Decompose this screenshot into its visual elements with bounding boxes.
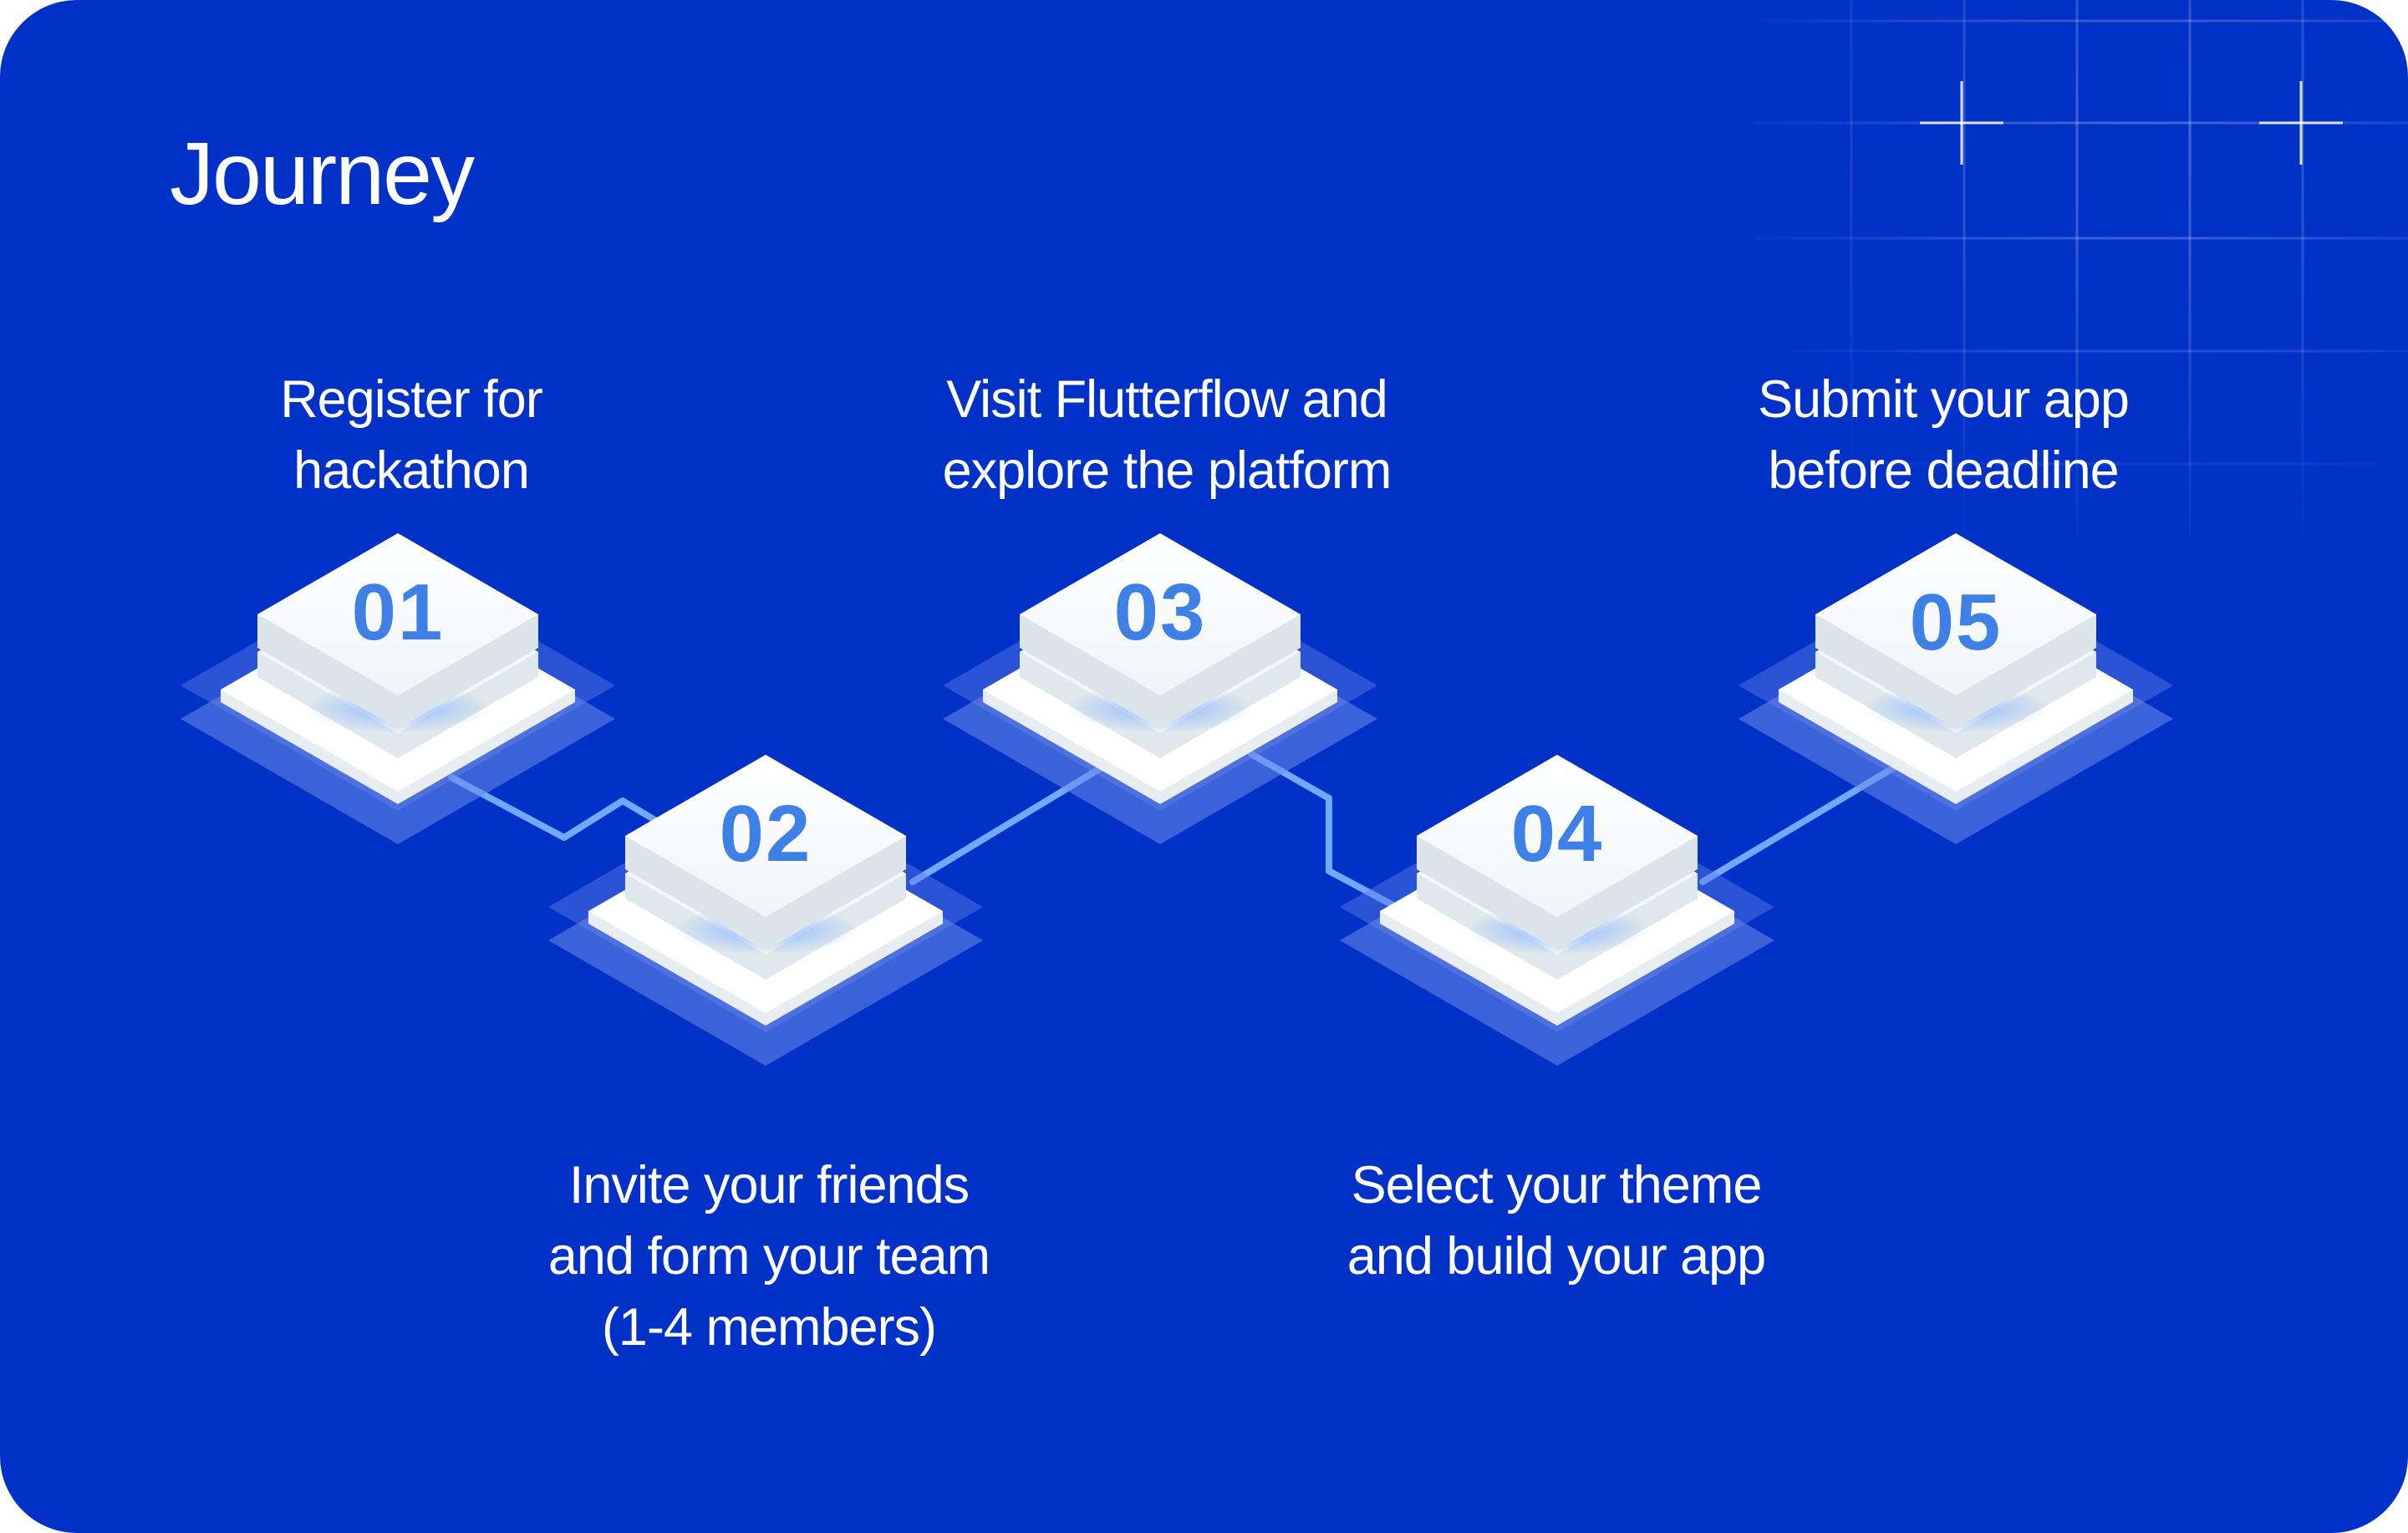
step-label-02: Invite your friends and form your team (… (451, 1150, 1087, 1363)
step-label-line: Submit your app (1758, 370, 2130, 429)
connector-01-02 (448, 774, 682, 841)
crosshair-marks (1920, 81, 2343, 165)
step-tile-01: 01 (181, 533, 615, 844)
step-number: 04 (1511, 789, 1604, 879)
step-tile-05: 05 (1739, 533, 2173, 844)
step-label-05: Submit your app before deadline (1626, 364, 2261, 507)
step-number: 02 (720, 789, 812, 879)
step-label-line: hackathon (293, 441, 530, 500)
step-label-03: Visit Flutterflow and explore the platfo… (849, 364, 1484, 507)
step-label-line: explore the platform (942, 441, 1392, 500)
step-label-line: and build your app (1347, 1227, 1766, 1286)
step-label-04: Select your theme and build your app (1239, 1150, 1874, 1292)
step-number: 03 (1114, 568, 1207, 657)
step-label-line: and form your team (547, 1227, 990, 1286)
step-label-line: Select your theme (1351, 1156, 1763, 1215)
step-tile-04: 04 (1340, 755, 1774, 1066)
step-label-line: before deadline (1768, 441, 2119, 500)
step-label-line: Invite your friends (568, 1156, 970, 1215)
step-tile-03: 03 (943, 533, 1377, 844)
step-number: 05 (1910, 578, 2003, 667)
step-label-01: Register for hackathon (94, 364, 729, 507)
page-title: Journey (170, 125, 475, 223)
step-label-line: (1-4 members) (601, 1298, 937, 1357)
step-label-line: Visit Flutterflow and (946, 370, 1388, 429)
step-number: 01 (352, 568, 445, 657)
step-label-line: Register for (280, 370, 543, 429)
step-tile-02: 02 (548, 755, 983, 1066)
